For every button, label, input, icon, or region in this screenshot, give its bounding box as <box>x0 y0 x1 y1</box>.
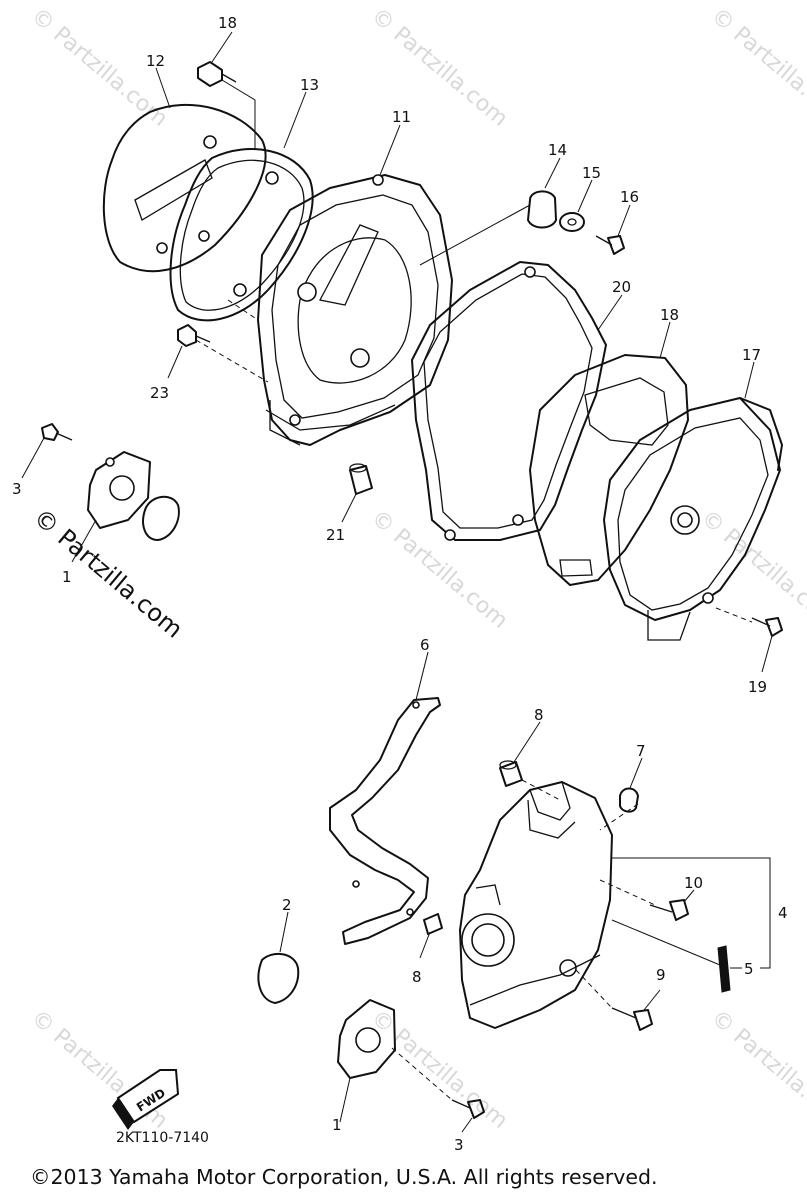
part-15-washer <box>559 212 585 232</box>
callout-13: 13 <box>300 76 319 94</box>
callout-2: 2 <box>282 896 292 914</box>
callout-10: 10 <box>684 874 703 892</box>
part-11-crankcase-cover <box>257 174 453 446</box>
callout-1-bottom: 1 <box>332 1116 342 1134</box>
watermark: © Partzilla.com <box>26 1005 172 1133</box>
callout-12: 12 <box>146 52 165 70</box>
part-22-bolt <box>197 61 237 87</box>
part-20-gasket <box>411 261 607 541</box>
callout-23: 23 <box>150 384 169 402</box>
part-1-cover-bottom <box>337 999 396 1079</box>
part-13-gasket <box>169 148 314 322</box>
part-10-bolt <box>649 899 689 921</box>
callout-11: 11 <box>392 108 411 126</box>
part-19-bolt <box>751 617 783 637</box>
callout-4: 4 <box>778 904 788 922</box>
part-17-stator-cover <box>603 397 783 641</box>
callout-22: 18 <box>218 14 237 32</box>
part-8-dowel-lower <box>423 913 443 935</box>
guide-lines-bottom <box>391 779 771 1101</box>
callout-8-lower: 8 <box>412 968 422 986</box>
watermark: © Partzilla.com <box>366 3 512 131</box>
watermark: © Partzilla.com <box>706 3 807 131</box>
part-16-bolt <box>595 235 625 255</box>
part-18-gasket-frame <box>529 354 689 586</box>
callout-7: 7 <box>636 742 646 760</box>
watermark: © Partzilla.com <box>696 505 807 633</box>
watermark: © Partzilla.com <box>366 505 512 633</box>
part-7-plug <box>619 787 639 813</box>
part-23-bolt <box>177 324 211 347</box>
watermark: © Partzilla.com <box>706 1005 807 1133</box>
callout-17: 17 <box>742 346 761 364</box>
part-21-dowel <box>349 463 373 495</box>
callout-20: 20 <box>612 278 631 296</box>
diagram-code: 2KT110-7140 <box>116 1130 209 1146</box>
callout-3-left: 3 <box>12 480 22 498</box>
callout-6: 6 <box>420 636 430 654</box>
callout-1-left: 1 <box>62 568 72 586</box>
part-14-grommet <box>527 190 557 229</box>
callout-9: 9 <box>656 966 666 984</box>
part-8-dowel-upper <box>499 760 523 787</box>
part-5-label <box>717 945 731 993</box>
callout-5: 5 <box>744 960 754 978</box>
part-3-bolt-left <box>41 423 73 441</box>
callout-19: 19 <box>748 678 767 696</box>
callout-18: 18 <box>660 306 679 324</box>
copyright-footer: ©2013 Yamaha Motor Corporation, U.S.A. A… <box>30 1165 658 1189</box>
part-2-gasket <box>257 952 300 1004</box>
callout-3-bottom: 3 <box>454 1136 464 1154</box>
callout-15: 15 <box>582 164 601 182</box>
fwd-arrow-icon: FWD <box>112 1069 180 1130</box>
callout-21: 21 <box>326 526 345 544</box>
part-4-clutch-cover <box>459 781 613 1029</box>
part-3-bolt-bottom <box>451 1099 485 1119</box>
part-9-bolt <box>611 1007 653 1031</box>
part-gasket-left <box>142 495 180 541</box>
callout-14: 14 <box>548 141 567 159</box>
watermark: © Partzilla.com <box>366 1005 512 1133</box>
part-12-cover-plate <box>102 103 267 273</box>
callout-layer: 18 12 13 11 14 15 16 20 18 17 23 21 <box>12 14 788 1154</box>
guide-lines-top <box>195 79 753 623</box>
watermark-side: © Partzilla.com <box>28 503 188 643</box>
watermark-layer: © Partzilla.com © Partzilla.com © Partzi… <box>26 3 807 1133</box>
part-1-cover-left <box>87 451 151 529</box>
callout-16: 16 <box>620 188 639 206</box>
callout-8-upper: 8 <box>534 706 544 724</box>
part-6-gasket <box>329 697 441 945</box>
